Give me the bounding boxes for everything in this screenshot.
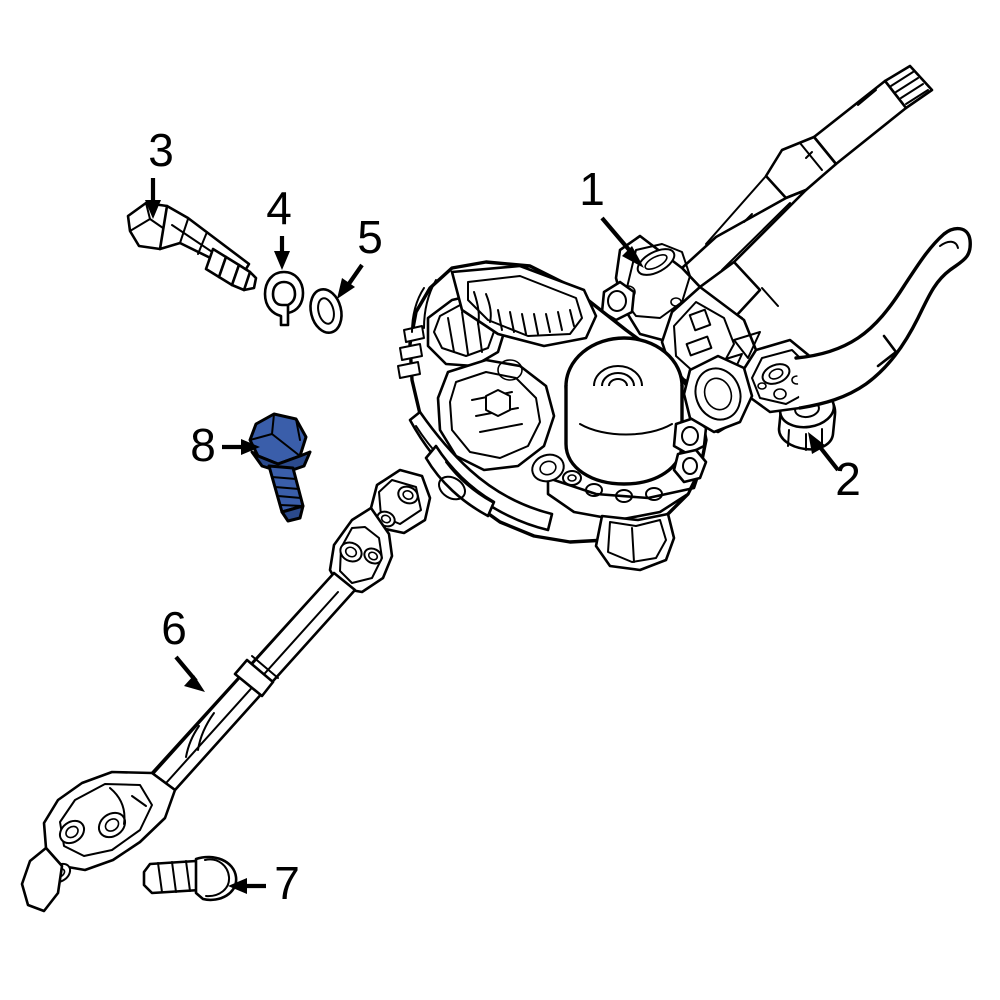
callout-1: 1 — [579, 163, 644, 268]
callout-5: 5 — [337, 211, 383, 299]
callout-3-number: 3 — [148, 124, 174, 176]
callout-3: 3 — [145, 124, 174, 219]
callout-8-number: 8 — [190, 419, 216, 471]
callout-7-number: 7 — [274, 857, 300, 909]
part-8-highlighted-bolt — [248, 412, 312, 523]
callout-2: 2 — [808, 432, 861, 505]
callout-7: 7 — [228, 857, 300, 909]
part-4-retaining-c-clip — [263, 270, 305, 327]
part-7-shoulder-bolt — [142, 855, 238, 902]
callout-1-number: 1 — [579, 163, 605, 215]
part-6-intermediate-shaft — [20, 468, 432, 913]
callout-6: 6 — [161, 602, 205, 692]
callout-4: 4 — [266, 182, 292, 270]
callout-6-number: 6 — [161, 602, 187, 654]
callout-5-number: 5 — [357, 211, 383, 263]
callout-4-number: 4 — [266, 182, 292, 234]
part-1-steering-column-assembly — [600, 64, 972, 434]
part-3-hex-flange-bolt — [126, 201, 258, 292]
callout-2-number: 2 — [835, 453, 861, 505]
central-gear-housing-assembly — [397, 260, 754, 572]
callout-8: 8 — [190, 419, 260, 471]
part-5-washer-seal-ring — [309, 288, 343, 334]
